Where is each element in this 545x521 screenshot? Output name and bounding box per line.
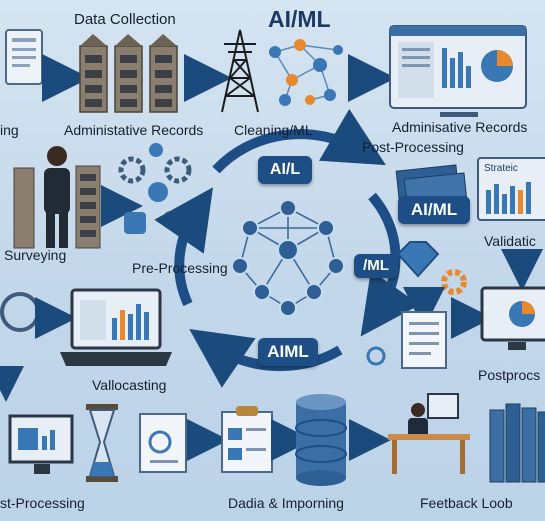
hourglass-icon [86, 404, 118, 482]
dashboard-monitor-icon [389, 25, 527, 117]
dashboard-title: Strateic [484, 163, 518, 174]
stage-label-pre-processing: Pre-Processing [132, 260, 228, 276]
gear-icon [0, 292, 40, 332]
cycle-badge-right: /ML [354, 254, 398, 278]
cycle-arrows [154, 108, 420, 388]
transmission-tower-icon [221, 29, 259, 113]
stage-label-feedback-loop: Feetback Loob [420, 495, 513, 511]
stage-label-cleaning: Cleaning/ML [234, 122, 313, 138]
clipboard-icon [221, 406, 273, 473]
cycle-badge-top: AI/L [258, 156, 312, 184]
stage-label-validation: Validatic [484, 233, 536, 249]
stage-label-vallocasting: Vallocasting [92, 377, 167, 393]
gear-icon [366, 346, 386, 366]
monitor-icon [8, 414, 74, 474]
worker-desk-icon [388, 393, 470, 474]
person-icon [44, 146, 70, 248]
document-icon [401, 311, 447, 369]
document-icon [139, 413, 187, 473]
diamond-icon [396, 241, 440, 278]
diagram-title: AI/ML [268, 6, 331, 32]
stage-label-partial: ing [0, 122, 19, 138]
network-graph-icon [269, 39, 343, 106]
stage-label-admin-records: Administative Records [64, 122, 204, 138]
stage-label-post-processing: Post-Processing [362, 139, 464, 155]
stage-label-data-importing: Dadia & Imporning [228, 495, 344, 511]
network-graph-icon [231, 199, 345, 317]
laptop-icon [60, 288, 172, 366]
gear-icon [441, 269, 467, 295]
gear-icon [118, 143, 192, 234]
binder-icon [489, 403, 545, 483]
stage-label-surveying: Surveying [4, 247, 67, 263]
cycle-badge-bottom: AIML [258, 338, 318, 366]
stage-label-post-processing-bottom: st-Processing [0, 495, 85, 511]
stage-label-data-collection: Data Collection [74, 11, 176, 28]
dashboard-monitor-icon [477, 157, 545, 221]
dashboard-monitor-icon [480, 286, 545, 350]
stage-label-admin-records-2: Adminisative Records [392, 119, 528, 135]
server-rack-icon [13, 165, 101, 249]
right-badge-aiml: AI/ML [398, 196, 470, 224]
database-icon [295, 394, 347, 486]
server-rack-icon [79, 34, 178, 113]
stage-label-postprocs: Postprocs [478, 367, 541, 383]
document-icon [5, 29, 43, 85]
